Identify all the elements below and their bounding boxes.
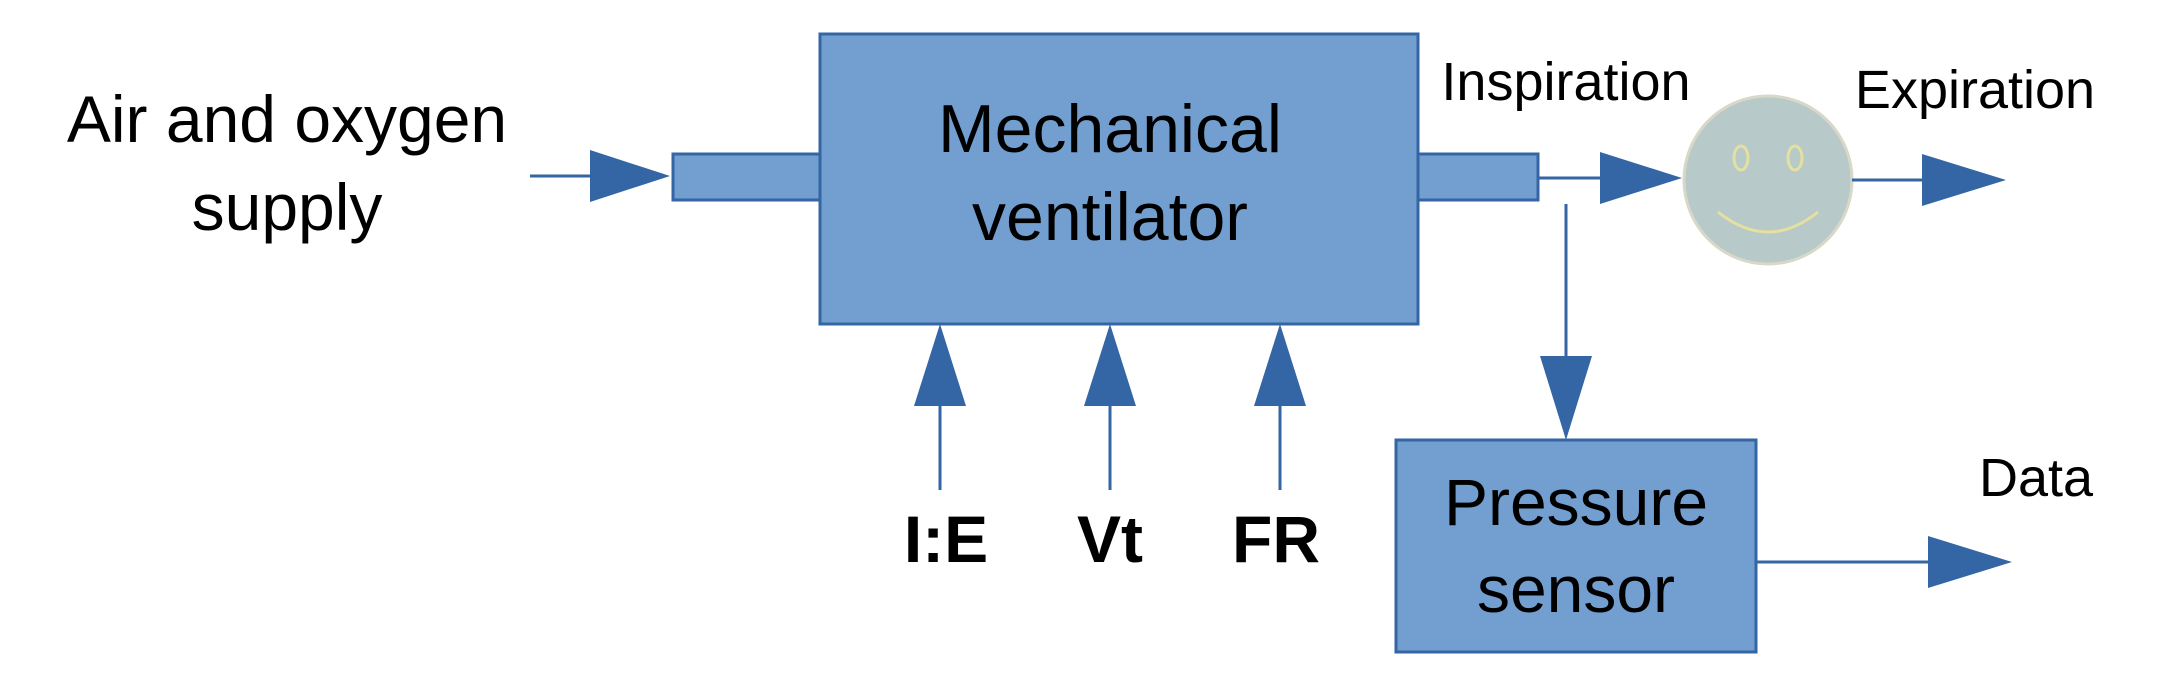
data-arrow: [1756, 536, 2012, 588]
param-label-vt: Vt: [1077, 502, 1143, 576]
param-label-fr: FR: [1232, 502, 1320, 576]
pressure-sensor-box: [1394, 438, 1758, 654]
smiley-face-icon: [1682, 94, 1854, 266]
data-label: Data: [1979, 448, 2094, 508]
param-arrow-fr: [1254, 324, 1306, 490]
inspiration-arrow: [1538, 152, 1682, 204]
ventilator-label-line1: Mechanical: [938, 91, 1282, 167]
ventilator-label-line2: ventilator: [972, 179, 1248, 255]
sensor-branch-arrow: [1540, 204, 1592, 440]
expiration-arrow: [1852, 154, 2006, 206]
input-label-line2: supply: [192, 170, 383, 244]
param-label-ie: I:E: [904, 502, 988, 576]
outlet-pipe: [1416, 152, 1540, 202]
param-arrow-ie: [914, 324, 966, 490]
sensor-label-line2: sensor: [1477, 552, 1675, 626]
param-arrow-vt: [1084, 324, 1136, 490]
ventilator-box: [818, 32, 1420, 326]
inspiration-label: Inspiration: [1441, 52, 1690, 112]
expiration-label: Expiration: [1855, 60, 2095, 120]
input-label-line1: Air and oxygen: [67, 82, 507, 156]
sensor-label-line1: Pressure: [1444, 465, 1708, 539]
input-arrow: [530, 150, 670, 202]
inlet-pipe: [671, 152, 823, 202]
